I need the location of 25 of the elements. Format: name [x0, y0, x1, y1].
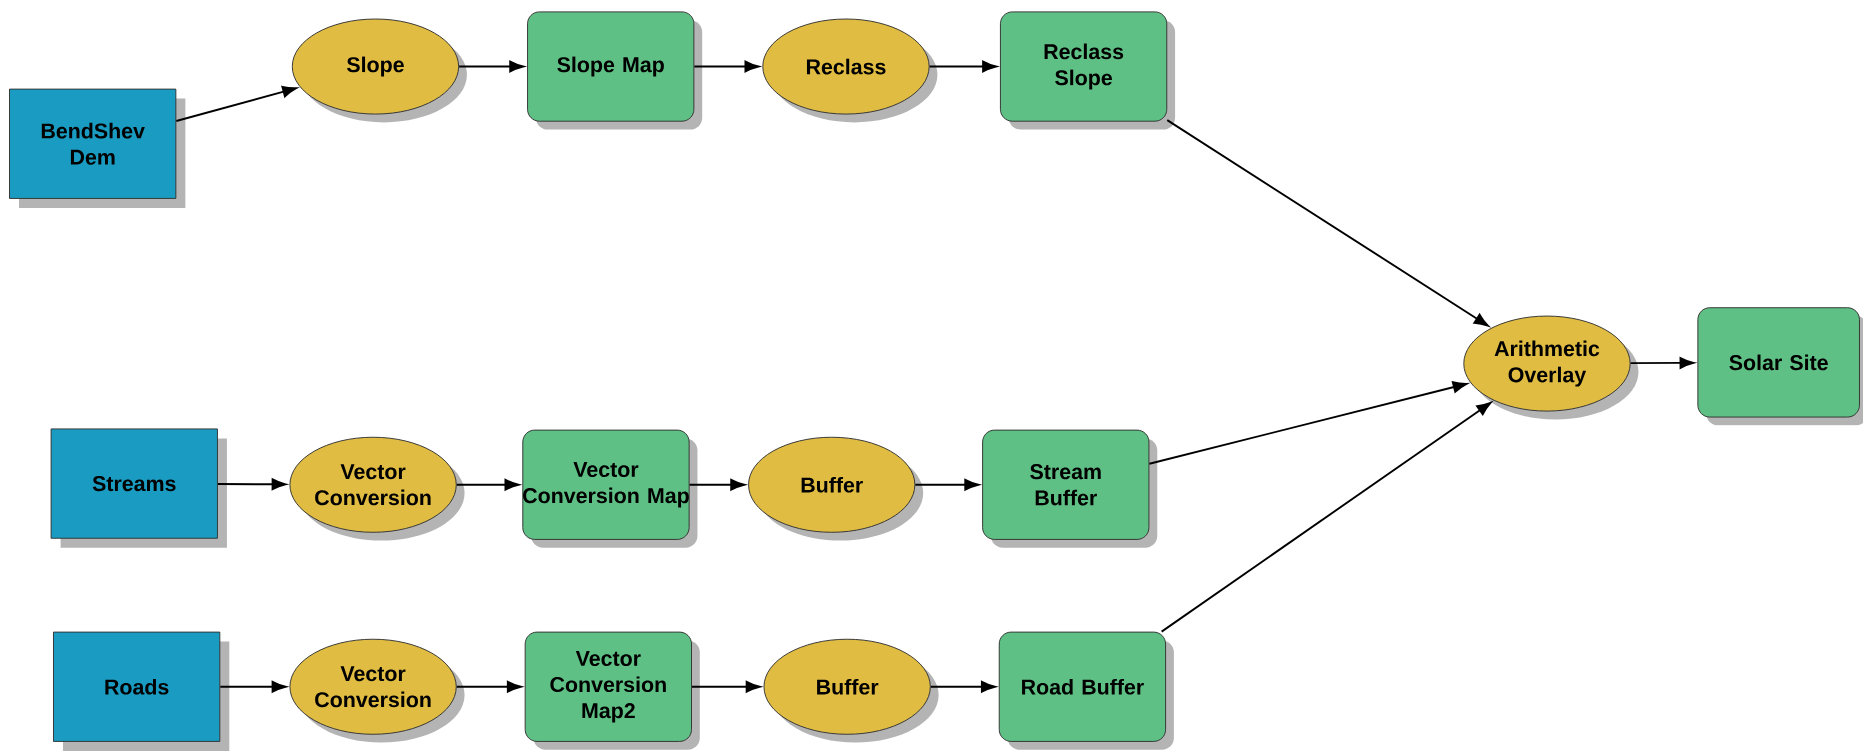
- arrow: [1160, 401, 1492, 633]
- output-data-box: Vector Conversion Map: [522, 429, 698, 548]
- arrow: [455, 680, 522, 693]
- output-data-box: Stream Buffer: [982, 429, 1158, 548]
- arrow: [1629, 357, 1695, 369]
- input-data-box: Roads: [53, 631, 230, 751]
- arrow: [688, 478, 745, 491]
- input-data-box: Streams: [50, 428, 227, 548]
- arrow: [216, 478, 287, 491]
- arrow: [693, 60, 760, 73]
- output-data-box: Road Buffer: [998, 631, 1174, 750]
- arrow: [929, 680, 996, 693]
- arrow: [1148, 381, 1468, 465]
- arrow: [691, 680, 761, 693]
- output-data-box: Vector Conversion Map2: [524, 631, 700, 750]
- output-data-box: Slope Map: [527, 11, 703, 130]
- output-data-box: Solar Site: [1697, 307, 1863, 426]
- arrow: [175, 85, 297, 122]
- output-data-box: Reclass Slope: [999, 11, 1176, 130]
- arrow: [914, 478, 980, 491]
- arrow: [458, 60, 525, 73]
- arrow: [219, 680, 287, 693]
- input-data-box: BendShev Dem: [9, 88, 186, 208]
- arrow: [1166, 119, 1489, 327]
- arrow: [455, 478, 520, 491]
